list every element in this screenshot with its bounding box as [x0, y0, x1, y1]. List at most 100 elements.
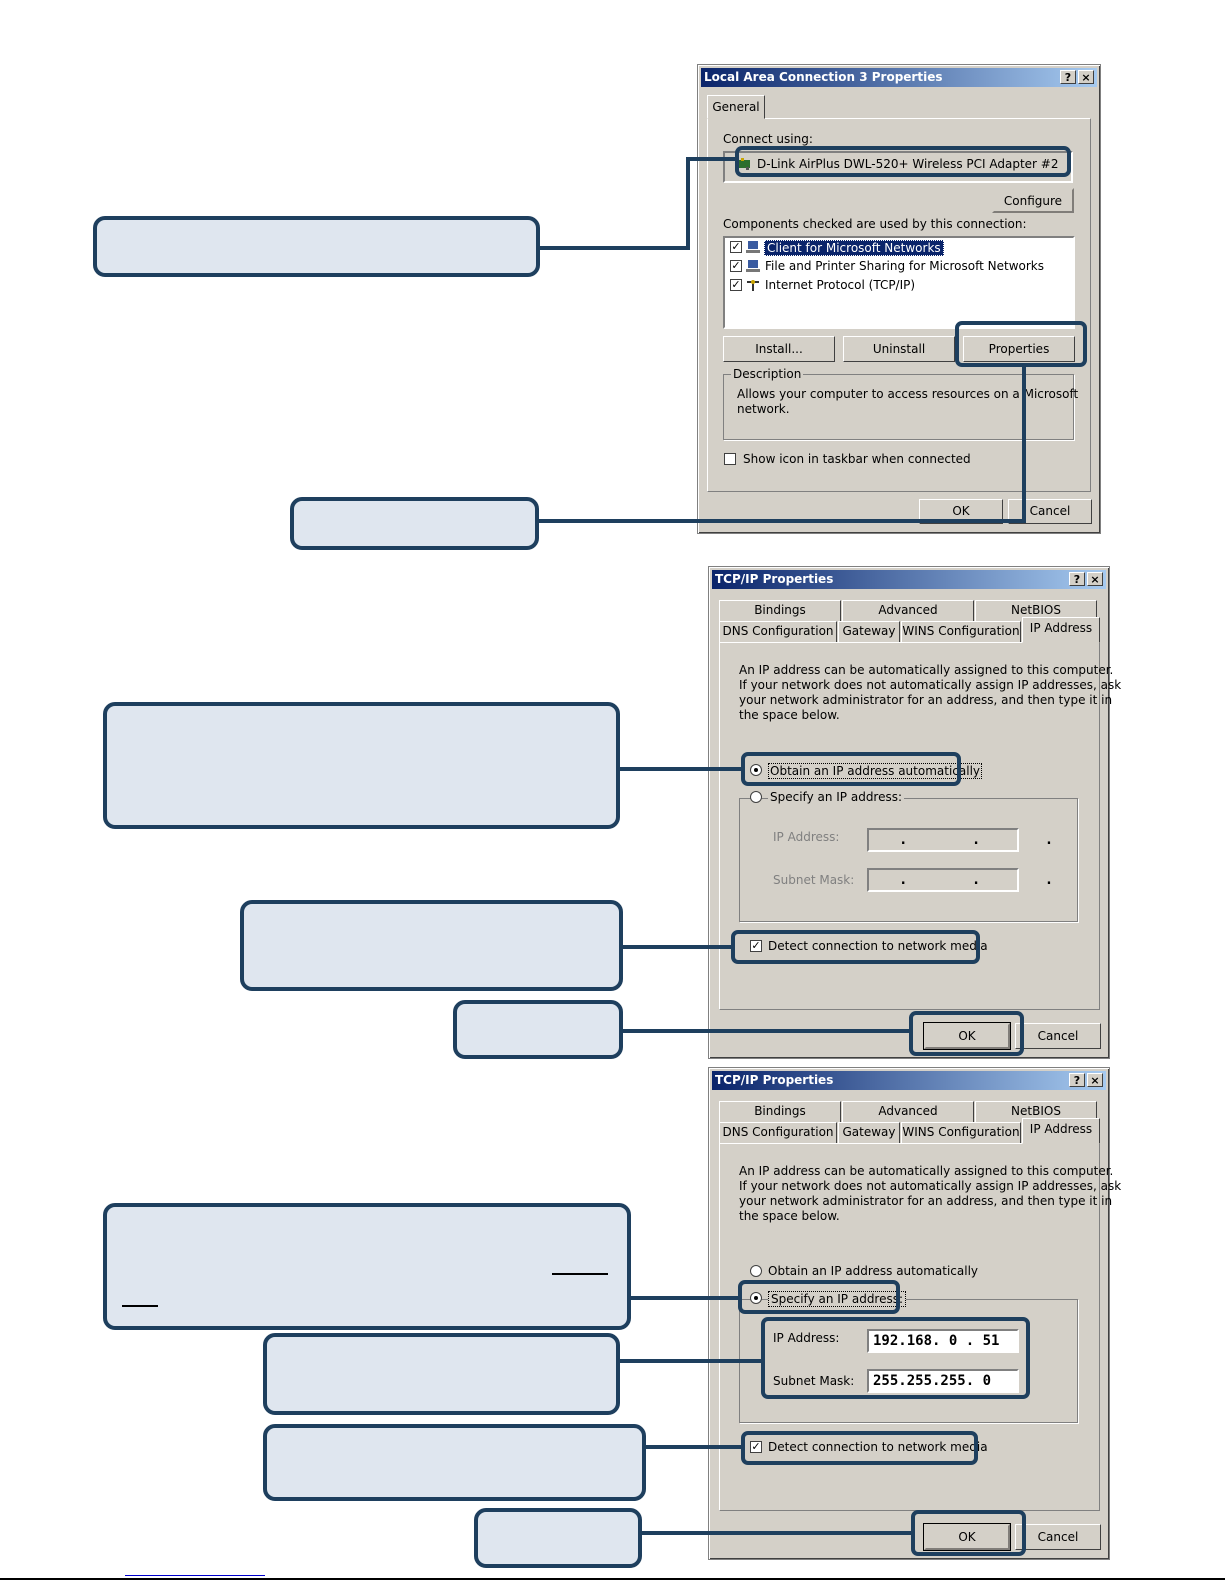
tab-gateway[interactable]: Gateway	[838, 621, 900, 642]
close-button[interactable]: ×	[1087, 572, 1103, 586]
tab-bindings[interactable]: Bindings	[719, 1101, 841, 1122]
detect-media-label[interactable]: Detect connection to network media	[768, 939, 988, 953]
tab-bindings[interactable]: Bindings	[719, 600, 841, 621]
detect-media-label[interactable]: Detect connection to network media	[768, 1440, 988, 1454]
connector-line	[686, 157, 690, 250]
client-label[interactable]: Client for Microsoft Networks	[764, 240, 944, 256]
specify-ip-highlight	[738, 1280, 900, 1314]
file-printer-checkbox[interactable]: ✓	[730, 259, 742, 272]
cancel-button[interactable]: Cancel	[1015, 1524, 1101, 1550]
computer-icon	[746, 241, 760, 253]
install-button[interactable]: Install...	[723, 336, 835, 362]
description-group	[723, 374, 1074, 440]
help-button[interactable]: ?	[1069, 1073, 1085, 1087]
obtain-ip-highlight	[741, 752, 961, 786]
dialog2-titlebar: TCP/IP Properties ? ×	[712, 570, 1106, 589]
tab-general[interactable]: General	[707, 95, 765, 119]
info-text: the space below.	[739, 708, 840, 722]
callout-ip-fields	[263, 1333, 620, 1415]
tab-advanced[interactable]: Advanced	[842, 600, 974, 621]
tcpip-properties-dialog: TCP/IP Properties ? × Bindings Advanced …	[708, 566, 1121, 1059]
ip-address-input[interactable]: . . .	[867, 828, 1053, 852]
local-area-connection-dialog: Local Area Connection 3 Properties ? × G…	[697, 64, 1101, 534]
configure-button[interactable]: Configure	[992, 188, 1074, 213]
show-icon-checkbox[interactable]	[724, 453, 736, 465]
file-printer-label[interactable]: File and Printer Sharing for Microsoft N…	[765, 259, 1044, 273]
tab-ip-address[interactable]: IP Address	[1022, 617, 1100, 643]
info-text: your network administrator for an addres…	[739, 693, 1113, 707]
detect-media-checkbox[interactable]: ✓	[750, 1440, 762, 1453]
info-text: An IP address can be automatically assig…	[739, 1164, 1114, 1178]
callout-obtain-ip	[103, 702, 620, 829]
specify-ip-radio[interactable]	[750, 1292, 762, 1304]
subnet-mask-input[interactable]: 255.255.255. 0	[867, 1369, 1019, 1393]
connector-line	[537, 519, 1026, 523]
ok-highlight	[911, 1510, 1026, 1556]
close-button[interactable]: ×	[1078, 70, 1094, 84]
subnet-mask-input[interactable]: . . .	[867, 868, 1053, 892]
detect-media-highlight	[731, 930, 980, 964]
tab-netbios[interactable]: NetBIOS	[975, 1101, 1097, 1122]
cancel-button[interactable]: Cancel	[1015, 1023, 1101, 1049]
specify-ip-group	[739, 798, 1078, 922]
ip-address-label: IP Address:	[773, 1331, 840, 1345]
computer-icon	[746, 260, 760, 272]
help-button[interactable]: ?	[1069, 572, 1085, 586]
tcpip-checkbox[interactable]: ✓	[730, 278, 742, 291]
close-button[interactable]: ×	[1087, 1073, 1103, 1087]
tab-ip-address[interactable]: IP Address	[1022, 1118, 1100, 1144]
connector-line	[538, 246, 690, 250]
detect-media-checkbox[interactable]: ✓	[750, 939, 762, 952]
info-text: If your network does not automatically a…	[739, 1179, 1122, 1193]
tab-wins-configuration[interactable]: WINS Configuration	[901, 621, 1021, 642]
specify-ip-radio[interactable]	[750, 791, 762, 803]
specify-ip-label[interactable]: Specify an IP address:	[768, 790, 905, 804]
tab-dns-configuration[interactable]: DNS Configuration	[719, 621, 837, 642]
subnet-mask-label: Subnet Mask:	[773, 1374, 855, 1388]
description-legend: Description	[731, 367, 804, 381]
uninstall-button[interactable]: Uninstall	[843, 336, 955, 362]
obtain-ip-radio[interactable]	[750, 1265, 762, 1277]
underline-mark	[552, 1273, 608, 1275]
components-label: Components checked are used by this conn…	[723, 217, 1027, 231]
ok-button[interactable]: OK	[923, 1523, 1011, 1551]
info-text: the space below.	[739, 1209, 840, 1223]
dialog1-title: Local Area Connection 3 Properties	[704, 70, 943, 84]
properties-highlight	[955, 321, 1087, 367]
tab-gateway[interactable]: Gateway	[838, 1122, 900, 1143]
connector-line	[644, 1445, 743, 1449]
tab-wins-configuration[interactable]: WINS Configuration	[901, 1122, 1021, 1143]
callout-detect-media	[240, 900, 623, 991]
connector-line	[618, 767, 743, 771]
specify-ip-label[interactable]: Specify an IP address:	[768, 1291, 907, 1307]
network-adapter-icon	[738, 157, 752, 170]
tab-dns-configuration[interactable]: DNS Configuration	[719, 1122, 837, 1143]
connector-line	[640, 1531, 913, 1535]
callout-specify-ip	[103, 1203, 631, 1330]
connector-line	[629, 1296, 740, 1300]
tcpip-properties-dialog-static: TCP/IP Properties ? × Bindings Advanced …	[708, 1067, 1121, 1560]
obtain-ip-radio[interactable]	[750, 764, 762, 776]
obtain-ip-label[interactable]: Obtain an IP address automatically	[768, 763, 983, 779]
obtain-ip-label[interactable]: Obtain an IP address automatically	[768, 1264, 979, 1278]
callout-ok	[474, 1508, 642, 1568]
detect-media-highlight	[741, 1431, 978, 1465]
ip-address-label: IP Address:	[773, 830, 840, 844]
properties-button[interactable]: Properties	[963, 336, 1075, 362]
tcpip-label[interactable]: Internet Protocol (TCP/IP)	[765, 278, 916, 292]
connector-line	[1022, 365, 1026, 523]
client-checkbox[interactable]: ✓	[730, 240, 742, 253]
connector-line	[621, 945, 733, 949]
dialog1-titlebar: Local Area Connection 3 Properties ? ×	[701, 68, 1097, 87]
ip-address-input[interactable]: 192.168. 0 . 51	[867, 1329, 1019, 1353]
footer-rule	[0, 1578, 1225, 1580]
connector-line	[621, 1029, 911, 1033]
ip-address-panel	[719, 1143, 1100, 1511]
callout-detect-media	[263, 1424, 646, 1501]
info-text: An IP address can be automatically assig…	[739, 663, 1114, 677]
ok-button[interactable]: OK	[923, 1022, 1011, 1050]
show-icon-label[interactable]: Show icon in taskbar when connected	[743, 452, 971, 466]
tab-netbios[interactable]: NetBIOS	[975, 600, 1097, 621]
tab-advanced[interactable]: Advanced	[842, 1101, 974, 1122]
help-button[interactable]: ?	[1060, 70, 1076, 84]
